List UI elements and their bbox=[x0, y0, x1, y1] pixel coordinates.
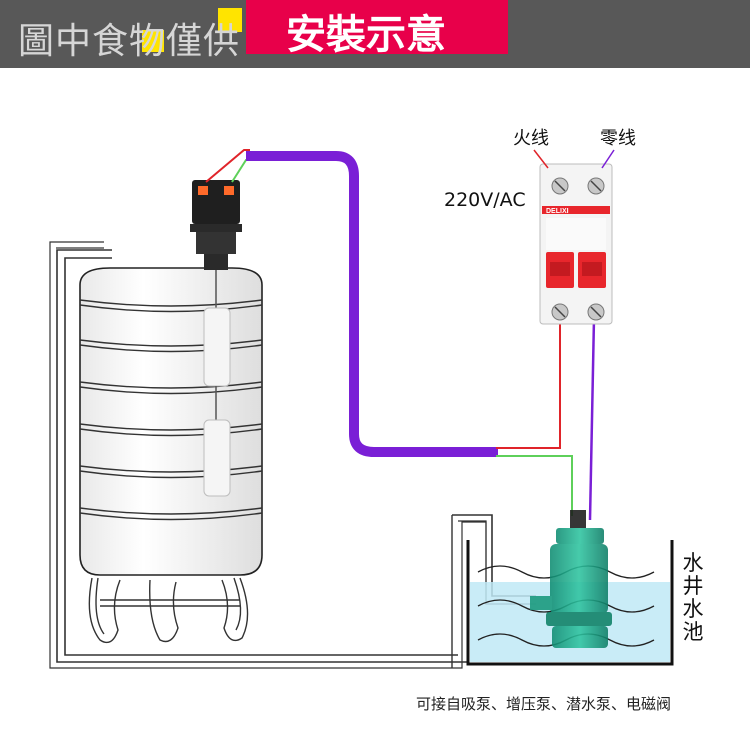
watermark-mark-1 bbox=[142, 30, 164, 52]
compatible-devices-note: 可接自吸泵、增压泵、潜水泵、电磁阀 bbox=[416, 695, 672, 713]
water-well-label: 水井水池 bbox=[682, 551, 704, 644]
title-banner bbox=[246, 0, 508, 54]
neutral-indicator-wire bbox=[601, 149, 615, 169]
inlet-pipe bbox=[56, 249, 468, 663]
breaker-brand: DELIXI bbox=[546, 208, 569, 215]
cable-to-breaker-red bbox=[496, 318, 561, 449]
red-wire bbox=[205, 149, 250, 183]
store-name: 圖中食物僅供 bbox=[18, 21, 241, 62]
neutral-purple-wire bbox=[588, 317, 596, 521]
voltage-label: 220V/AC bbox=[444, 189, 526, 211]
live-wire-label: 火线 bbox=[513, 128, 549, 149]
page-title: 安裝示意 bbox=[286, 12, 446, 58]
submersible-pump bbox=[530, 510, 612, 648]
watermark-mark-2 bbox=[218, 8, 242, 32]
purple-cable bbox=[246, 151, 498, 457]
neutral-wire-label: 零线 bbox=[600, 128, 636, 149]
cable-to-pump-green bbox=[496, 455, 573, 516]
green-wire bbox=[231, 159, 250, 183]
circuit-breaker: DELIXI bbox=[539, 163, 613, 325]
water-tank bbox=[79, 267, 263, 644]
live-indicator-wire bbox=[533, 149, 549, 169]
float-switch bbox=[190, 180, 242, 497]
